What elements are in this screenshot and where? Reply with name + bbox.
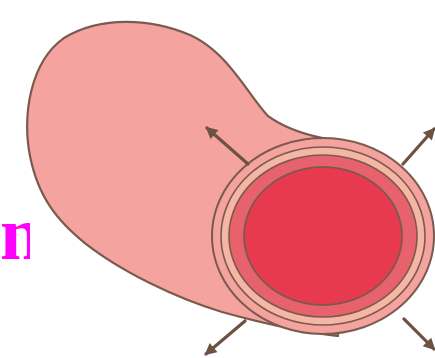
arrow-down-right-icon bbox=[404, 319, 434, 349]
arrow-down-left-icon bbox=[206, 321, 245, 354]
vessel-lumen bbox=[244, 167, 402, 305]
partial-label-text: n bbox=[0, 196, 30, 272]
arrow-up-right-icon bbox=[403, 129, 434, 164]
